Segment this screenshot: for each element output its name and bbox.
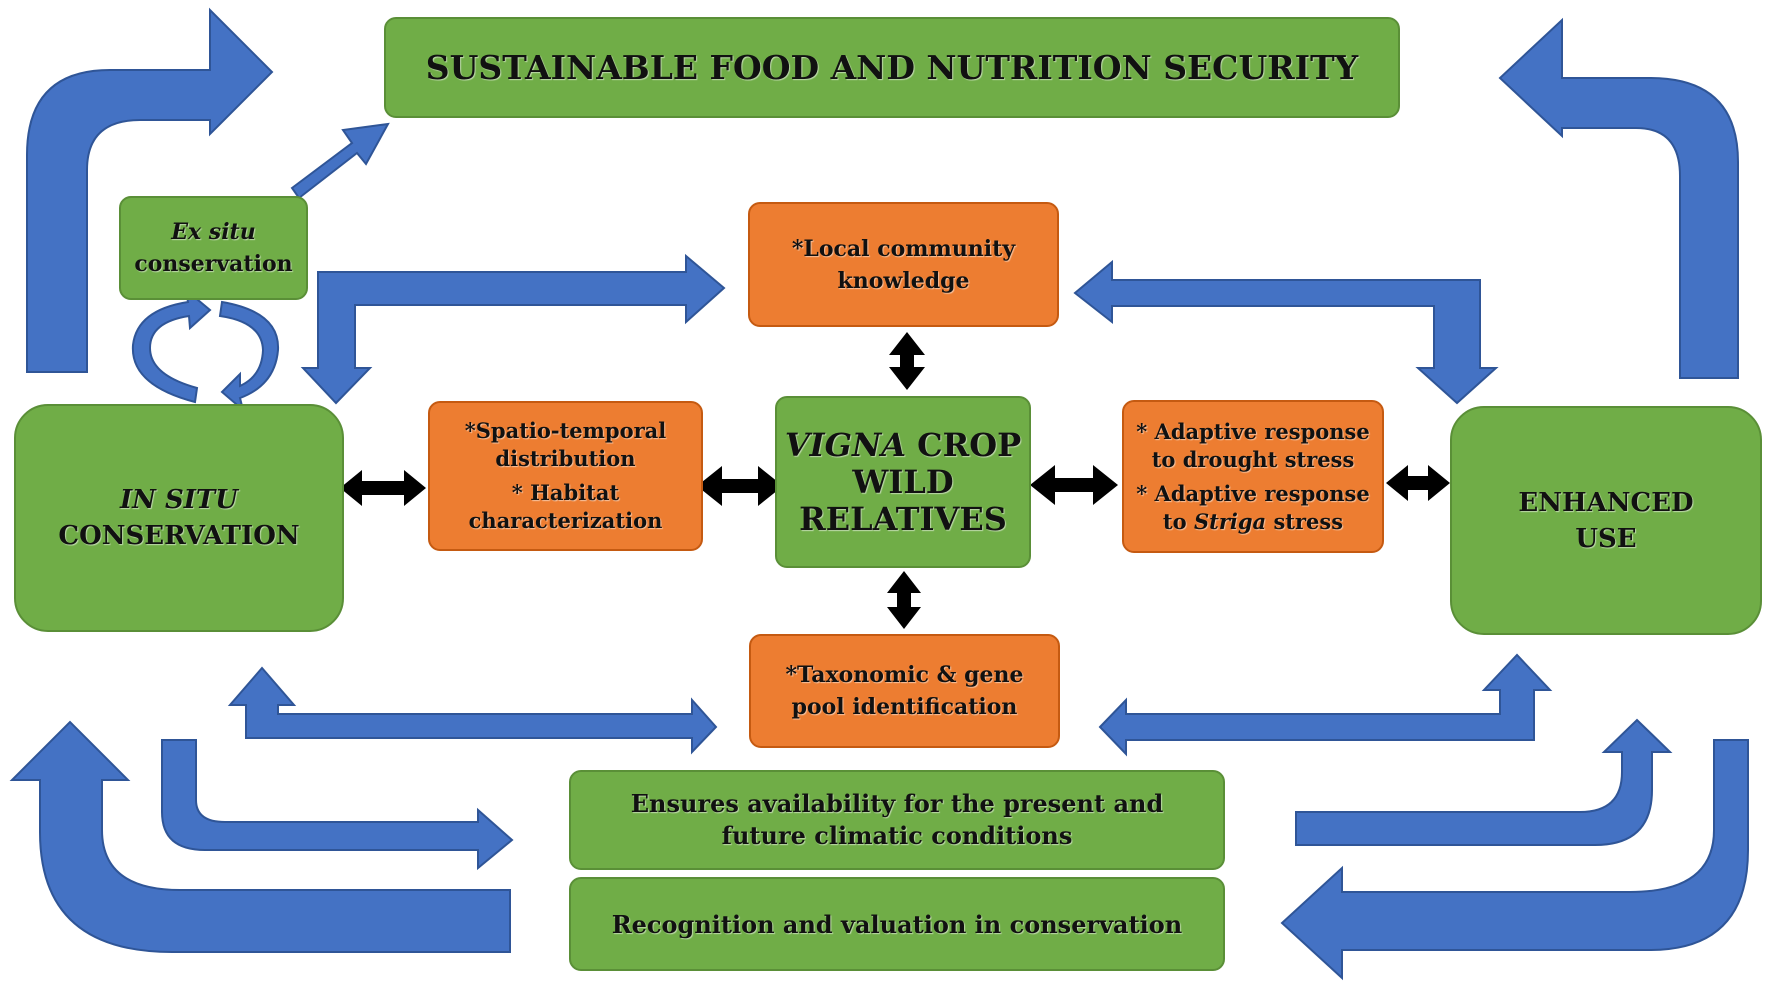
taxonomic-line2: pool identification [791, 694, 1018, 720]
ex-situ-box: Ex situ conservation [119, 196, 308, 300]
vigna-genus: VIGNA [784, 425, 907, 464]
cycle-arrow-left-icon [131, 287, 212, 404]
adaptive-line4-pre: to [1162, 508, 1194, 534]
double-arrow-vigna-taxonomic [887, 571, 921, 629]
elbow-arrow-insitu-taxonomic [227, 666, 718, 755]
in-situ-line2: CONSERVATION [58, 521, 300, 551]
in-situ-line1: IN SITU [120, 485, 238, 515]
local-knowledge-box: *Local community knowledge [748, 202, 1059, 327]
spatio-habitat-box: *Spatio-temporal distribution * Habitat … [428, 401, 703, 551]
knowledge-line2: knowledge [837, 267, 970, 294]
enhanced-line1: ENHANCED [1518, 487, 1694, 518]
knowledge-line1: *Local community [791, 235, 1016, 262]
ex-situ-line2: conservation [134, 251, 293, 277]
taxonomic-line1: *Taxonomic & gene [785, 662, 1024, 688]
vigna-box: VIGNA CROP WILD RELATIVES [775, 396, 1031, 568]
elbow-arrow-insitu-knowledge [300, 253, 726, 405]
in-situ-box: IN SITU CONSERVATION [14, 404, 344, 632]
double-arrow-vigna-adaptive [1030, 465, 1118, 505]
adaptive-response-box: * Adaptive response to drought stress * … [1122, 400, 1384, 553]
striga-word: Striga [1193, 508, 1267, 534]
double-arrow-knowledge-vigna [889, 332, 925, 390]
vigna-line3: RELATIVES [799, 499, 1007, 538]
vigna-line1: VIGNA CROP [784, 425, 1022, 464]
ex-situ-line1: Ex situ [171, 219, 256, 245]
double-arrow-spatio-vigna [697, 466, 783, 506]
curved-arrow-top-left [26, 7, 274, 373]
ensures-line2: future climatic conditions [721, 821, 1073, 850]
spatio-line3: * Habitat [511, 480, 620, 505]
goal-text: SUSTAINABLE FOOD AND NUTRITION SECURITY [425, 48, 1359, 87]
adaptive-line4-post: stress [1266, 508, 1344, 534]
taxonomic-box: *Taxonomic & gene pool identification [749, 634, 1060, 748]
recognition-text: Recognition and valuation in conservatio… [611, 909, 1183, 939]
adaptive-line4: to Striga stress [1163, 508, 1343, 536]
enhanced-line2: USE [1575, 523, 1637, 554]
ensures-line1: Ensures availability for the present and [630, 789, 1164, 818]
elbow-arrow-taxonomic-enhanced [1098, 653, 1553, 757]
enhanced-use-box: ENHANCED USE [1450, 406, 1762, 635]
diagonal-arrow-ex-situ [290, 122, 390, 200]
recognition-box: Recognition and valuation in conservatio… [569, 877, 1225, 971]
curved-arrow-bottom-right [1280, 739, 1749, 981]
adaptive-line2: to drought stress [1151, 446, 1355, 472]
spatio-line2: distribution [495, 446, 636, 471]
vigna-line1-rest: CROP [906, 425, 1022, 464]
cycle-arrow-right-icon [218, 300, 280, 413]
curved-arrow-bottom-left [9, 720, 511, 953]
goal-box-food-security: SUSTAINABLE FOOD AND NUTRITION SECURITY [384, 17, 1400, 118]
double-arrow-insitu-spatio [340, 470, 426, 506]
curved-arrow-to-ensures [161, 739, 514, 871]
curved-arrow-from-ensures [1295, 718, 1673, 846]
adaptive-line1: * Adaptive response [1136, 418, 1370, 444]
curved-arrow-top-right [1498, 17, 1739, 379]
elbow-arrow-knowledge-enhanced [1073, 259, 1499, 405]
double-arrow-adaptive-enhanced [1386, 465, 1450, 501]
spatio-line4: characterization [468, 508, 663, 533]
ensures-availability-box: Ensures availability for the present and… [569, 770, 1225, 870]
spatio-line1: *Spatio-temporal [464, 418, 667, 443]
vigna-line2: WILD [852, 462, 954, 501]
adaptive-line3: * Adaptive response [1136, 480, 1370, 506]
